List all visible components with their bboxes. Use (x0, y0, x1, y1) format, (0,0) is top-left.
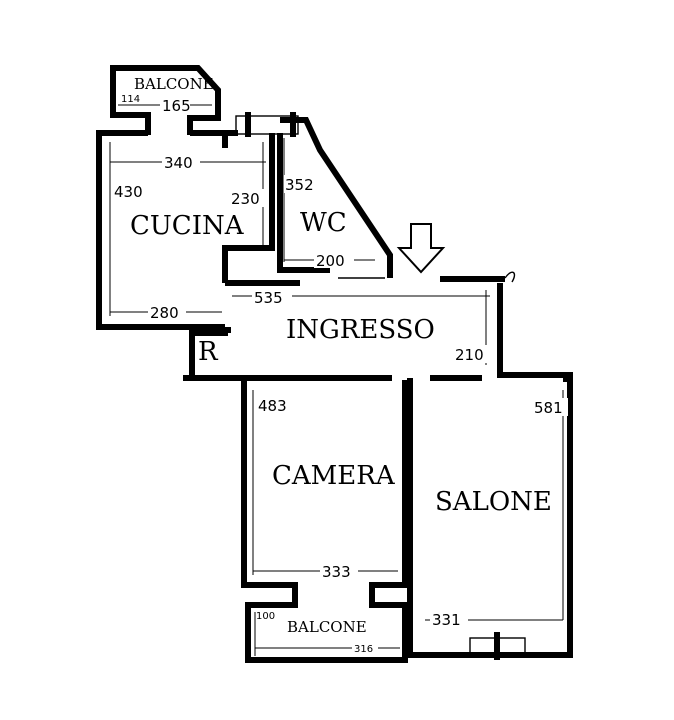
dim-cucina-bottom: 280 (150, 304, 179, 322)
room-label-wc: WC (300, 208, 347, 238)
dim-wc-height: 352 (285, 176, 314, 194)
dim-balcone-bottom-width: 316 (354, 644, 373, 655)
wall-cucina-wc (222, 133, 275, 283)
room-label-balcone-bottom: BALCONE (287, 618, 367, 636)
wall-camera (241, 378, 408, 663)
dim-salone-width: 331 (432, 611, 461, 629)
room-label-ingresso: INGRESSO (286, 315, 435, 345)
dim-ingresso-width: 535 (254, 289, 283, 307)
dim-balcone-top-height: 114 (121, 94, 140, 105)
wall-wc-left (277, 133, 330, 273)
dim-cucina-width: 340 (164, 154, 193, 172)
wall-ingresso-right (407, 283, 573, 658)
room-label-salone: SALONE (435, 487, 552, 517)
room-label-camera: CAMERA (272, 461, 396, 491)
wall-cucina-outer (96, 130, 225, 330)
room-label-cucina: CUCINA (130, 211, 245, 241)
room-label-ripostiglio: R (198, 337, 219, 367)
dim-cucina-inner: 230 (231, 190, 260, 208)
dim-cucina-height: 430 (114, 183, 143, 201)
dim-salone-height: 581 (534, 399, 563, 417)
dim-wc-width: 200 (316, 252, 345, 270)
window-top (235, 115, 299, 135)
dim-balcone-top-width: 165 (162, 97, 191, 115)
wall-balcone-top (110, 65, 221, 135)
dim-ingresso-height: 210 (455, 346, 484, 364)
dim-camera-width: 333 (322, 563, 351, 581)
walls (96, 65, 573, 663)
entrance-arrow-icon (396, 223, 446, 274)
dim-balcone-bottom-height: 100 (256, 611, 275, 622)
dim-camera-height: 483 (258, 397, 287, 415)
room-label-balcone-top: BALCONE (134, 75, 214, 93)
